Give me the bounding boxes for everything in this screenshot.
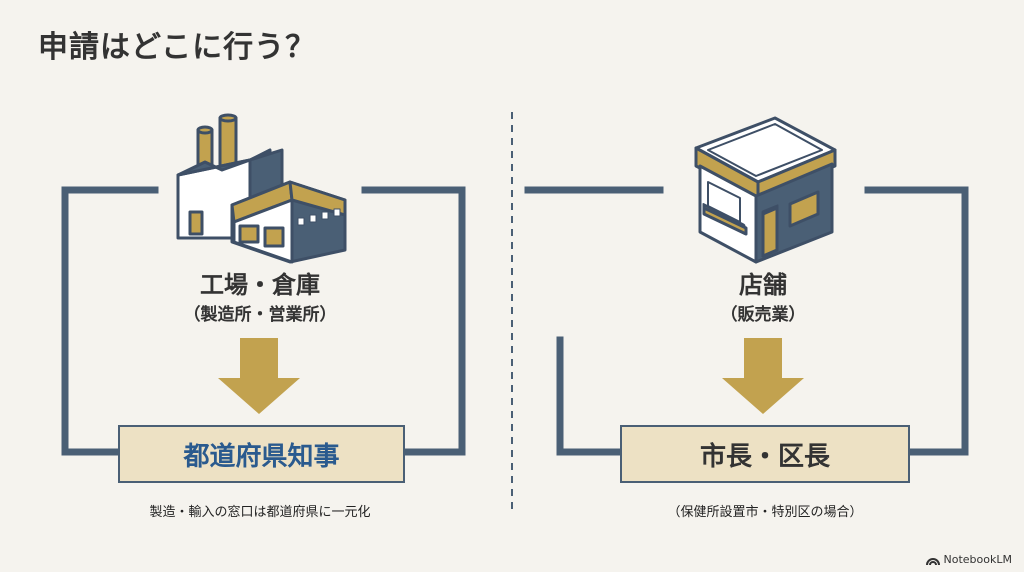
left-frame xyxy=(61,186,466,456)
right-heading: 店舗 xyxy=(739,271,787,299)
right-down-arrow xyxy=(722,338,804,414)
factory-warehouse-icon xyxy=(176,113,347,264)
notebooklm-logo-icon xyxy=(925,557,940,565)
right-subheading: （販売業） xyxy=(720,305,806,325)
right-authority-box: 市長・区長 xyxy=(620,425,910,483)
left-down-arrow xyxy=(218,338,300,414)
store-icon xyxy=(694,116,837,264)
left-note: 製造・輸入の窓口は都道府県に一元化 xyxy=(149,505,371,520)
left-heading: 工場・倉庫 xyxy=(200,271,320,299)
left-subheading: （製造所・営業所） xyxy=(183,305,337,325)
right-frame xyxy=(524,186,969,456)
left-authority-box: 都道府県知事 xyxy=(118,425,405,483)
right-note: （保健所設置市・特別区の場合） xyxy=(667,505,863,520)
brand-name: NotebookLM xyxy=(943,553,1012,566)
page-title: 申請はどこに行う？ xyxy=(38,30,317,65)
brand-mark: NotebookLM xyxy=(925,553,1012,566)
